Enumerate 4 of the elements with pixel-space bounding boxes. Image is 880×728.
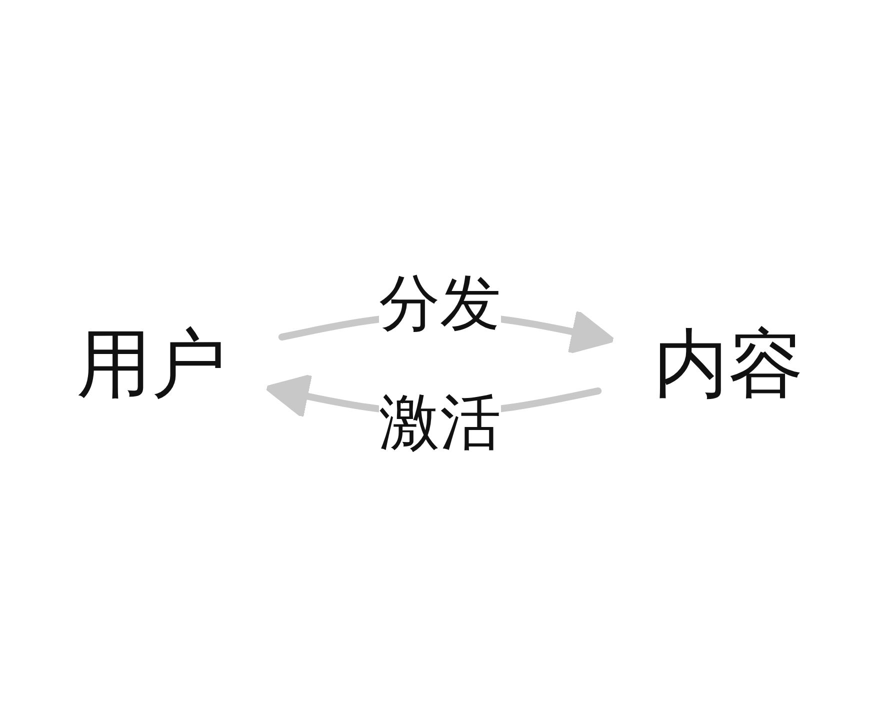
edge-label: 激活 [378,388,502,458]
node-text: 内容 [654,320,804,408]
edge-label: 分发 [378,268,502,340]
node-text: 用户 [76,320,226,408]
